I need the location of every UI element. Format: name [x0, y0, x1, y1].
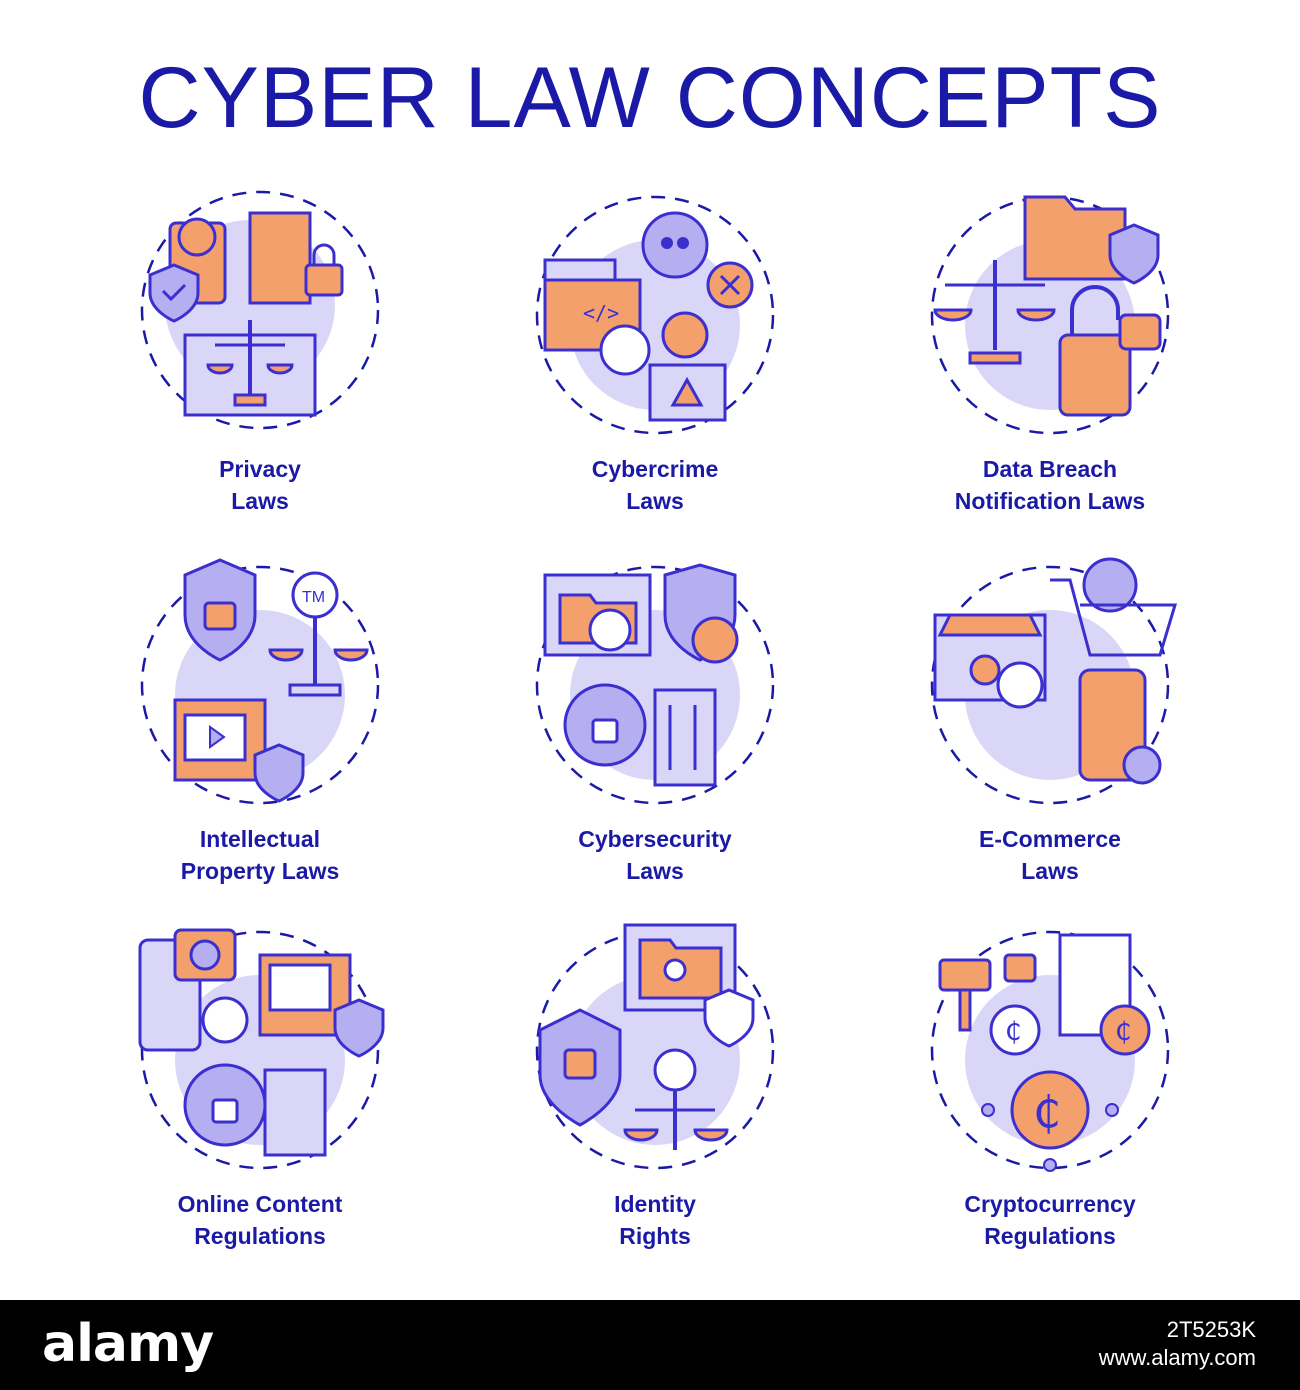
cybercrime-laws-icon: </>: [535, 195, 775, 435]
privacy-laws-icon: [140, 190, 380, 430]
concept-label: E-Commerce Laws: [979, 826, 1121, 884]
concept-label: Intellectual Property Laws: [180, 826, 340, 884]
concept-card-identity-rights: Identity Rights: [475, 920, 835, 1280]
concept-card-privacy: Privacy Laws: [80, 185, 440, 545]
cybersecurity-laws-icon: [535, 563, 775, 805]
concept-card-ecommerce: E-Commerce Laws: [870, 555, 1230, 915]
online-content-regulations-icon: [138, 928, 385, 1170]
intellectual-property-icon: TM: [140, 558, 380, 805]
identity-rights-icon: [535, 923, 775, 1170]
concept-card-cybersecurity: Cybersecurity Laws: [475, 555, 835, 915]
alamy-logo: alamy: [42, 1314, 214, 1374]
concept-card-online-content: Online Content Regulations: [80, 920, 440, 1280]
concept-label: Cryptocurrency Regulations: [964, 1191, 1136, 1249]
data-breach-notification-icon: [930, 195, 1170, 435]
concept-label: Cybersecurity Laws: [578, 826, 732, 884]
concept-card-cybercrime: </> Cybercrime Laws: [475, 185, 835, 545]
concept-card-cryptocurrency: ₵ ₵ ₵ Cryptocurrency Regulations: [870, 920, 1230, 1280]
concept-card-data-breach: Data Breach Notification Laws: [870, 185, 1230, 545]
concept-label: Data Breach Notification Laws: [954, 456, 1146, 514]
concept-label: Cybercrime Laws: [591, 456, 719, 514]
svg-text:</>: </>: [583, 301, 619, 325]
svg-text:TM: TM: [302, 589, 325, 606]
concept-grid: Privacy Laws </> Cybercrime Laws: [0, 185, 1300, 1260]
page-title: CYBER LAW CONCEPTS: [138, 50, 1162, 146]
footer-bar: alamy 2T5253K www.alamy.com: [0, 1300, 1300, 1390]
cryptocurrency-regulations-icon: ₵ ₵ ₵: [930, 930, 1170, 1172]
ecommerce-laws-icon: [930, 557, 1178, 805]
footer-image-info: 2T5253K www.alamy.com: [1099, 1316, 1256, 1372]
site-url: www.alamy.com: [1098, 1345, 1256, 1370]
svg-text:₵: ₵: [1005, 1017, 1022, 1047]
concept-card-intellectual-property: TM Intellectual Property Laws: [80, 555, 440, 915]
svg-text:₵: ₵: [1115, 1017, 1132, 1047]
image-id: 2T5253K: [1166, 1317, 1256, 1342]
concept-label: Online Content Regulations: [177, 1191, 343, 1249]
concept-label: Privacy Laws: [219, 456, 301, 514]
concept-label: Identity Rights: [614, 1191, 696, 1249]
svg-text:₵: ₵: [1033, 1087, 1061, 1138]
